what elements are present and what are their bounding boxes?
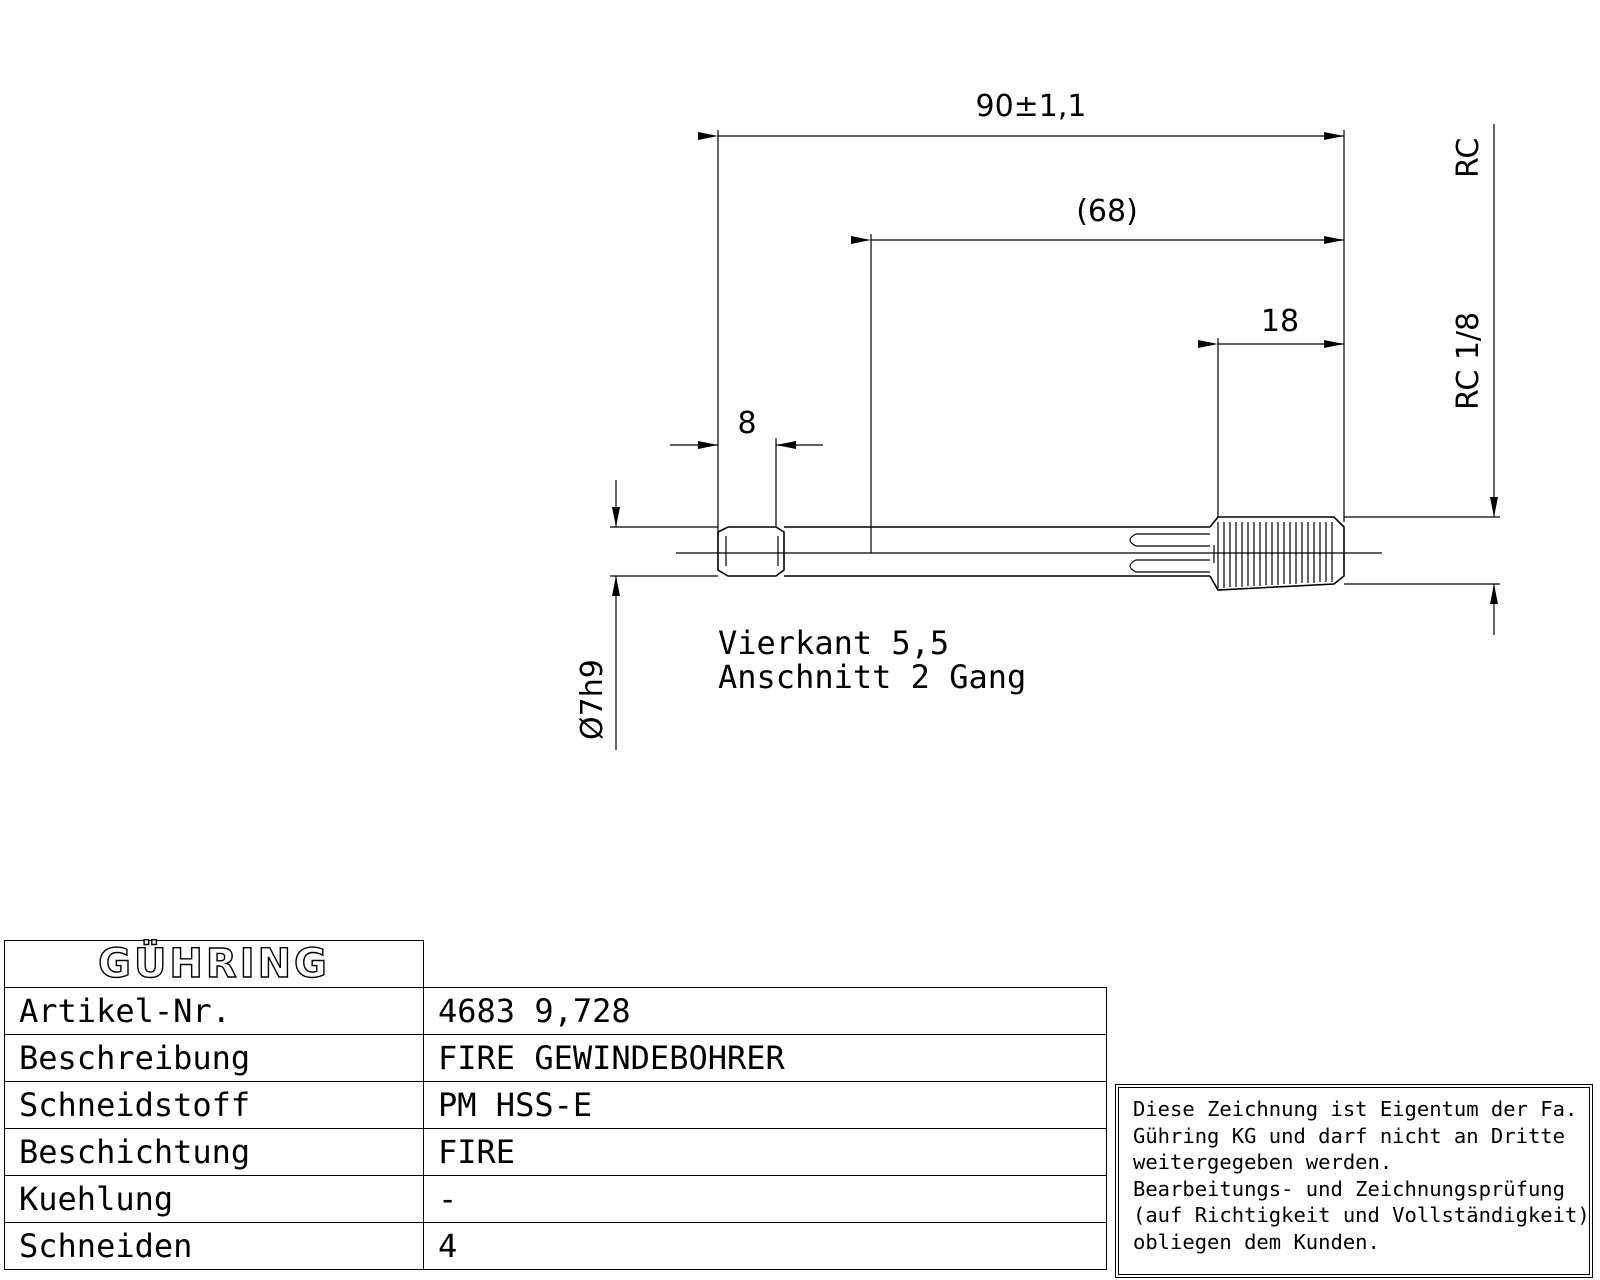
table-row: Beschreibung FIRE GEWINDEBOHRER: [4, 1034, 1107, 1082]
dim-square-length-label: 8: [737, 406, 756, 441]
dim-shank-diameter: Ø7h9: [575, 480, 718, 750]
dim-shank-diameter-label: Ø7h9: [575, 659, 610, 740]
row-value: 4683 9,728: [423, 987, 1107, 1035]
dim-thread-diameter: RC RC 1/8: [1344, 124, 1500, 635]
ownership-notice: Diese Zeichnung ist Eigentum der Fa. Güh…: [1115, 1084, 1593, 1278]
row-label: Beschreibung: [4, 1034, 424, 1082]
row-label: Schneiden: [4, 1222, 424, 1270]
notice-line: weitergegeben werden.: [1133, 1150, 1393, 1174]
table-row: Artikel-Nr. 4683 9,728: [4, 987, 1107, 1035]
row-value: 4: [423, 1222, 1107, 1270]
company-logo: GÜHRING: [4, 940, 424, 988]
row-label: Kuehlung: [4, 1175, 424, 1223]
table-row: Kuehlung -: [4, 1175, 1107, 1223]
row-label: Schneidstoff: [4, 1081, 424, 1129]
row-label: Artikel-Nr.: [4, 987, 424, 1035]
dim-thread-length-label: 18: [1261, 304, 1299, 339]
dim-square-length: 8: [670, 406, 823, 527]
table-row: Beschichtung FIRE: [4, 1128, 1107, 1176]
note-square: Vierkant 5,5: [718, 624, 949, 662]
table-row: Schneidstoff PM HSS-E: [4, 1081, 1107, 1129]
notice-line: obliegen dem Kunden.: [1133, 1229, 1380, 1254]
dim-shank-length-label: (68): [1076, 194, 1138, 229]
dim-overall-length: 90±1,1: [698, 89, 1345, 535]
row-value: PM HSS-E: [423, 1081, 1107, 1129]
row-label: Beschichtung: [4, 1128, 424, 1176]
dim-shank-length: (68): [851, 194, 1344, 553]
table-row: Schneiden 4: [4, 1222, 1107, 1270]
row-value: -: [423, 1175, 1107, 1223]
row-value: FIRE GEWINDEBOHRER: [423, 1034, 1107, 1082]
notice-line: Bearbeitungs- und Zeichnungsprüfung: [1133, 1176, 1565, 1201]
notice-line: Diese Zeichnung ist Eigentum der Fa.: [1133, 1097, 1578, 1121]
row-value: FIRE: [423, 1128, 1107, 1176]
note-chamfer: Anschnitt 2 Gang: [718, 658, 1026, 696]
tap-outline: [676, 516, 1382, 591]
company-logo-text: GÜHRING: [97, 940, 330, 987]
thread-label-rc: RC: [1451, 138, 1486, 178]
notice-line: (auf Richtigkeit und Vollständigkeit): [1133, 1203, 1590, 1227]
dim-thread-length: 18: [1198, 304, 1344, 517]
notice-line: Gühring KG und darf nicht an Dritte: [1133, 1123, 1565, 1148]
thread-hatch: [1213, 522, 1333, 588]
thread-label-rc-1-8: RC 1/8: [1451, 312, 1486, 410]
dim-overall-length-label: 90±1,1: [975, 89, 1086, 124]
title-block: GÜHRING Artikel-Nr. 4683 9,728 Beschreib…: [4, 940, 1107, 1270]
